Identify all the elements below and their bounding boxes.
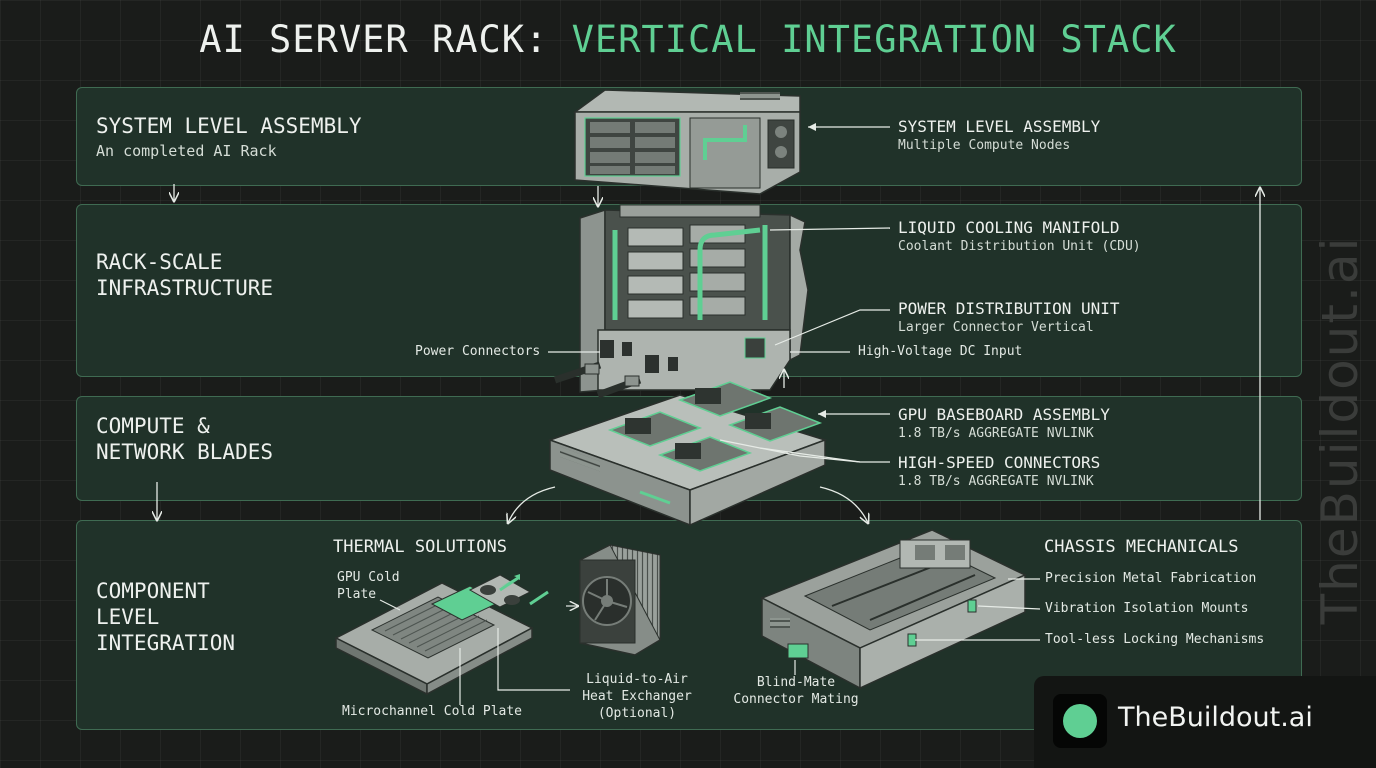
- label-toolless: Tool-less Locking Mechanisms: [1045, 632, 1265, 647]
- callout-sub: Coolant Distribution Unit (CDU): [898, 239, 1141, 254]
- cold-plate-illustration: [334, 574, 549, 696]
- label-microchannel: Microchannel Cold Plate: [342, 704, 523, 719]
- callout-high-speed-connectors: HIGH-SPEED CONNECTORS 1.8 TB/s AGGREGATE…: [898, 453, 1100, 489]
- callout-sub: Larger Connector Vertical: [898, 320, 1094, 335]
- brand-name: TheBuildout.ai: [1118, 702, 1313, 733]
- tier-subtitle-system: An completed AI Rack: [96, 142, 277, 160]
- callout-sub: Multiple Compute Nodes: [898, 138, 1071, 153]
- label-liquid-to-air: Liquid-to-Air Heat Exchanger (Optional): [582, 672, 692, 721]
- arrow-to-chassis: [819, 486, 868, 523]
- callout-heading: GPU BASEBOARD ASSEMBLY: [898, 405, 1110, 424]
- callout-sub: 1.8 TB/s AGGREGATE NVLINK: [898, 426, 1094, 441]
- callout-sub: 1.8 TB/s AGGREGATE NVLINK: [898, 474, 1094, 489]
- callout-gpu-baseboard: GPU BASEBOARD ASSEMBLY 1.8 TB/s AGGREGAT…: [898, 405, 1110, 441]
- tier-title-rack: RACK-SCALE INFRASTRUCTURE: [96, 250, 274, 300]
- label-power-connectors: Power Connectors: [415, 344, 541, 359]
- section-title-thermal: THERMAL SOLUTIONS: [333, 537, 507, 557]
- tier-title-blades: COMPUTE & NETWORK BLADES: [96, 414, 274, 464]
- label-blind-mate: Blind-Mate Connector Mating: [733, 675, 859, 707]
- callout-system-assembly: SYSTEM LEVEL ASSEMBLY Multiple Compute N…: [898, 117, 1100, 153]
- callout-heading: SYSTEM LEVEL ASSEMBLY: [898, 117, 1101, 136]
- callout-heading: HIGH-SPEED CONNECTORS: [898, 453, 1101, 472]
- callout-power-distribution: POWER DISTRIBUTION UNIT Larger Connector…: [898, 299, 1120, 335]
- watermark: TheBuildout.ai: [1311, 235, 1369, 625]
- tier-title-system: SYSTEM LEVEL ASSEMBLY: [96, 114, 362, 138]
- title-accent: VERTICAL INTEGRATION STACK: [571, 18, 1177, 61]
- brand-badge: TheBuildout.ai: [1034, 676, 1376, 768]
- label-hv-dc-input: High-Voltage DC Input: [858, 344, 1023, 359]
- brand-logo-icon: [1053, 694, 1107, 748]
- heat-exchanger-illustration: [579, 544, 661, 656]
- title-main: AI SERVER RACK:: [199, 18, 572, 61]
- label-precision-metal: Precision Metal Fabrication: [1045, 571, 1257, 586]
- page-title: AI SERVER RACK: VERTICAL INTEGRATION STA…: [0, 18, 1376, 61]
- callout-heading: POWER DISTRIBUTION UNIT: [898, 299, 1120, 318]
- label-vibration: Vibration Isolation Mounts: [1045, 601, 1249, 616]
- blade-chassis-illustration: [547, 381, 828, 527]
- label-gpu-cold-plate: GPU Cold Plate: [337, 570, 400, 602]
- server-unit-illustration: [572, 89, 801, 195]
- section-title-chassis: CHASSIS MECHANICALS: [1044, 537, 1239, 557]
- callout-heading: LIQUID COOLING MANIFOLD: [898, 218, 1120, 237]
- rack-cabinet-illustration: [553, 204, 809, 399]
- callout-cooling-manifold: LIQUID COOLING MANIFOLD Coolant Distribu…: [898, 218, 1141, 254]
- chassis-illustration: [760, 529, 1027, 690]
- arrow-to-thermal: [508, 486, 556, 523]
- tier-title-component: COMPONENT LEVEL INTEGRATION: [96, 579, 236, 655]
- brand-dot-icon: [1063, 704, 1097, 738]
